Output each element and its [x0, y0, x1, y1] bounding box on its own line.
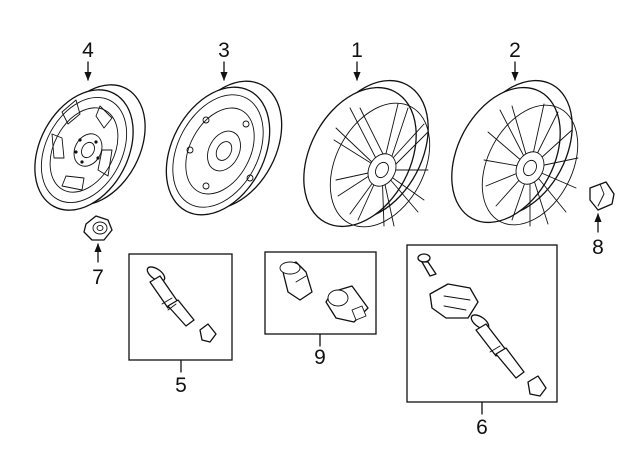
callout-4: 4	[82, 39, 94, 62]
callout-3: 3	[218, 39, 230, 62]
callout-1: 1	[351, 39, 363, 62]
callout-6: 6	[476, 416, 488, 439]
wheel-lock-icon[interactable]	[279, 261, 369, 323]
callout-9: 9	[314, 346, 326, 369]
callout-2: 2	[509, 39, 521, 62]
spare-wheel-icon[interactable]	[145, 63, 302, 232]
center-cap-icon[interactable]	[589, 181, 615, 211]
callout-7: 7	[92, 266, 104, 289]
valve-stem-icon[interactable]	[145, 264, 217, 343]
callout-8: 8	[592, 236, 604, 259]
steel-wheel-icon[interactable]	[15, 68, 165, 227]
callout-5: 5	[175, 374, 187, 397]
alloy-wheel-multispoke-icon[interactable]	[430, 62, 597, 241]
lug-nut-icon[interactable]	[83, 215, 113, 241]
callout-leaders	[84, 61, 602, 415]
tpms-sensor-icon[interactable]	[417, 253, 547, 397]
alloy-wheel-icon[interactable]	[281, 61, 451, 246]
